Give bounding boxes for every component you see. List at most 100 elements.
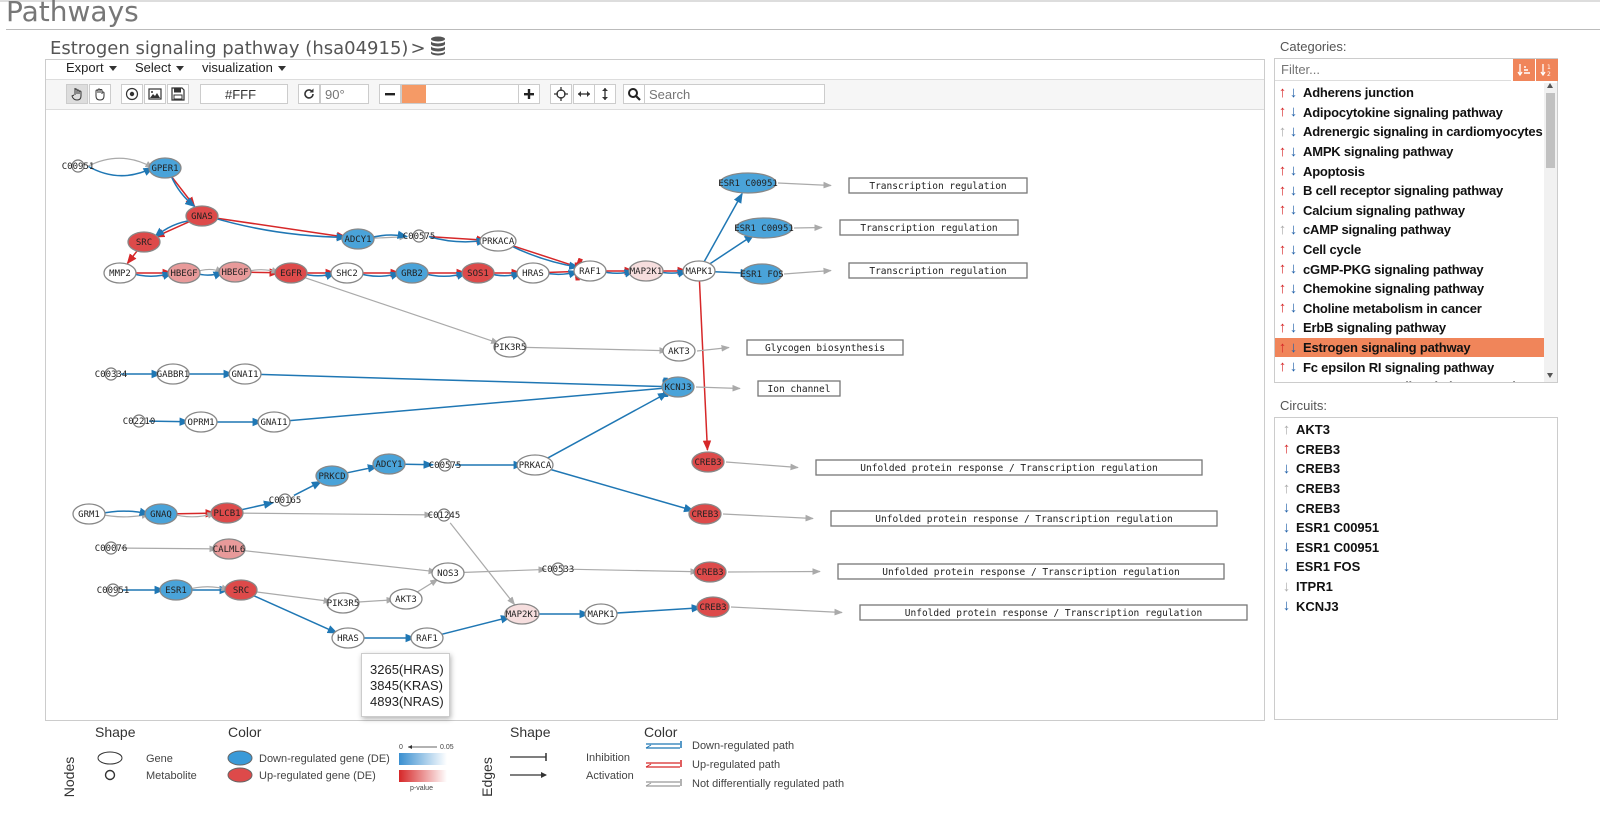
category-item[interactable]: ↑↓cGMP-PKG signaling pathway [1275, 259, 1544, 279]
gene-node[interactable]: HBEGF [167, 262, 201, 284]
metabolite-node[interactable]: C00951 [62, 159, 95, 173]
select-menu[interactable]: Select [135, 60, 185, 75]
category-item[interactable]: ↑↓AMPK signaling pathway [1275, 142, 1544, 162]
gene-node[interactable]: RAF1 [573, 260, 607, 282]
background-color-field[interactable] [200, 84, 288, 104]
gene-node[interactable]: KCNJ3 [661, 376, 695, 398]
background-color-input[interactable] [201, 85, 287, 103]
circuit-list[interactable]: ↑AKT3↑CREB3↓CREB3↑CREB3↓CREB3↓ESR1 C0095… [1275, 420, 1379, 616]
function-box[interactable]: Transcription regulation [848, 177, 1028, 194]
circuit-item[interactable]: ↑CREB3 [1275, 479, 1379, 499]
gene-node[interactable]: HRAS [331, 627, 365, 649]
function-box[interactable]: Unfolded protein response / Transcriptio… [859, 604, 1248, 621]
gene-node[interactable]: GNAS [185, 205, 219, 227]
gene-node[interactable]: GNAI1 [257, 411, 291, 433]
category-item[interactable]: ↑↓Adrenergic signaling in cardiomyocytes [1275, 122, 1544, 142]
sort-asc-button[interactable] [1513, 59, 1535, 81]
gene-node[interactable]: GNAQ [144, 503, 178, 525]
gene-node[interactable]: GRB2 [395, 262, 429, 284]
search-button[interactable] [623, 84, 645, 104]
category-list[interactable]: ↑↓Adherens junction↑↓Adipocytokine signa… [1275, 83, 1544, 382]
gene-node[interactable]: MAP2K1 [628, 260, 664, 282]
rotation-angle-field[interactable] [320, 84, 369, 104]
rotation-angle-input[interactable] [321, 85, 368, 103]
circuit-item[interactable]: ↓ESR1 C00951 [1275, 538, 1379, 558]
pan-tool-button[interactable] [89, 84, 111, 104]
gene-node[interactable]: SHC2 [330, 262, 364, 284]
circuit-item[interactable]: ↓ESR1 FOS [1275, 557, 1379, 577]
gene-node[interactable]: MAPK1 [682, 260, 716, 282]
metabolite-node[interactable]: C00575 [429, 458, 462, 472]
category-scrollbar[interactable] [1544, 83, 1557, 382]
gene-node[interactable]: SRC [224, 579, 258, 601]
gene-node[interactable]: MAPK1 [584, 603, 618, 625]
gene-node[interactable]: HRAS [516, 262, 550, 284]
category-item[interactable]: ↑↓Fc epsilon RI signaling pathway [1275, 357, 1544, 377]
category-item[interactable]: ↑↓Adipocytokine signaling pathway [1275, 103, 1544, 123]
gene-node[interactable]: MAP2K1 [504, 603, 540, 625]
scroll-down-icon[interactable] [1547, 373, 1553, 378]
category-item[interactable]: ↑↓Fc gamma R-mediated phagocytosis [1275, 377, 1544, 382]
zoom-out-button[interactable] [379, 84, 401, 104]
gene-node[interactable]: ESR1 FOS [740, 263, 784, 285]
zoom-in-button[interactable] [518, 84, 540, 104]
category-item[interactable]: ↑↓Adherens junction [1275, 83, 1544, 103]
metabolite-node[interactable]: C00533 [542, 562, 575, 576]
pointer-tool-button[interactable] [66, 84, 88, 104]
gene-node[interactable]: HBEGF [218, 261, 252, 283]
search-input[interactable] [645, 85, 824, 103]
gene-node[interactable]: CREB3 [691, 451, 725, 473]
gene-node[interactable]: AKT3 [389, 588, 423, 610]
scroll-up-icon[interactable] [1547, 83, 1553, 88]
gene-node[interactable]: CREB3 [688, 503, 722, 525]
metabolite-node[interactable]: C01245 [428, 508, 461, 522]
database-icon[interactable] [430, 36, 446, 61]
gene-node[interactable]: GABBR1 [156, 363, 190, 385]
category-item[interactable]: ↑↓Calcium signaling pathway [1275, 201, 1544, 221]
rotate-button[interactable] [298, 84, 320, 104]
category-item[interactable]: ↑↓Chemokine signaling pathway [1275, 279, 1544, 299]
category-item[interactable]: ↑↓Choline metabolism in cancer [1275, 299, 1544, 319]
function-box[interactable]: Transcription regulation [848, 262, 1028, 279]
function-box[interactable]: Unfolded protein response / Transcriptio… [830, 510, 1218, 527]
export-menu[interactable]: Export [66, 60, 117, 75]
category-item[interactable]: ↑↓B cell receptor signaling pathway [1275, 181, 1544, 201]
circuit-item[interactable]: ↓CREB3 [1275, 498, 1379, 518]
circuit-item[interactable]: ↑AKT3 [1275, 420, 1379, 440]
function-box[interactable]: Glycogen biosynthesis [746, 339, 904, 356]
gene-node[interactable]: PRKACA [479, 230, 517, 252]
visualization-menu[interactable]: visualization [202, 60, 286, 75]
gene-node[interactable]: SOS1 [461, 262, 495, 284]
gene-node[interactable]: CALML6 [212, 538, 246, 560]
circuit-item[interactable]: ↑CREB3 [1275, 440, 1379, 460]
target-button[interactable] [121, 84, 143, 104]
gene-node[interactable]: ESR1 C00951 [734, 217, 794, 239]
gene-node[interactable]: ADCY1 [341, 228, 375, 250]
gene-node[interactable]: GPER1 [148, 157, 182, 179]
metabolite-node[interactable]: C00076 [95, 541, 128, 555]
gene-node[interactable]: PRKACA [516, 454, 554, 476]
function-box[interactable]: Unfolded protein response / Transcriptio… [815, 459, 1203, 476]
gene-node[interactable]: OPRM1 [184, 411, 218, 433]
category-item[interactable]: ↑↓Apoptosis [1275, 161, 1544, 181]
gene-node[interactable]: GNAI1 [228, 363, 262, 385]
gene-node[interactable]: ESR1 C00951 [718, 172, 778, 194]
metabolite-node[interactable]: C00575 [403, 229, 436, 243]
metabolite-node[interactable]: C02210 [123, 414, 156, 428]
gene-node[interactable]: EGFR [274, 262, 308, 284]
gene-node[interactable]: PIK3R5 [493, 336, 527, 358]
gene-node[interactable]: AKT3 [662, 340, 696, 362]
circuit-item[interactable]: ↓ITPR1 [1275, 577, 1379, 597]
center-view-button[interactable] [550, 84, 572, 104]
scroll-thumb[interactable] [1546, 93, 1555, 168]
gene-node[interactable]: PRKCD [315, 465, 349, 487]
fit-height-button[interactable] [594, 84, 616, 104]
fit-width-button[interactable] [573, 84, 595, 104]
metabolite-node[interactable]: C00334 [95, 367, 128, 381]
metabolite-node[interactable]: C00951 [97, 583, 130, 597]
gene-node[interactable]: SRC [127, 231, 161, 253]
function-box[interactable]: Ion channel [757, 380, 841, 397]
metabolite-node[interactable]: C00165 [269, 493, 302, 507]
